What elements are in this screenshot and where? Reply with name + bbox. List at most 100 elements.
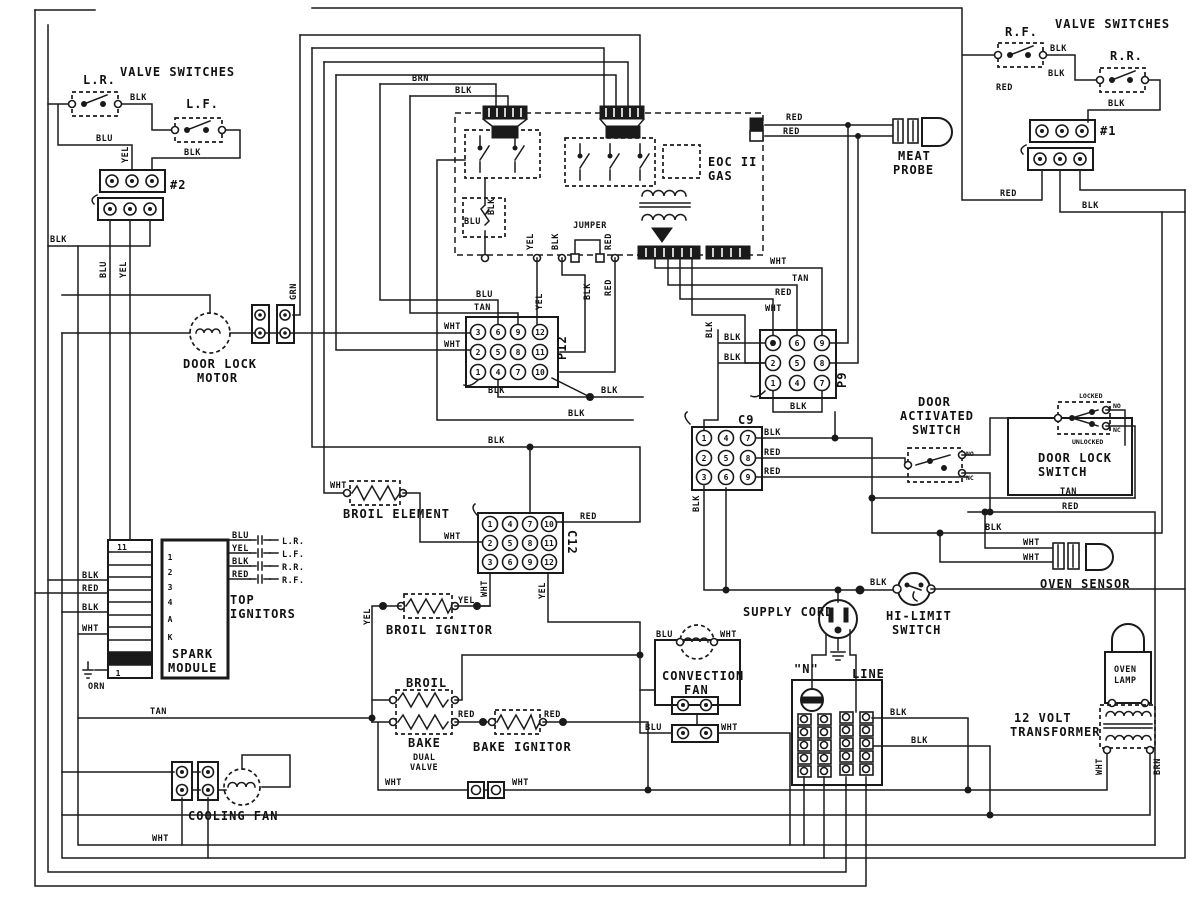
broil-element: BROIL ELEMENT <box>342 480 483 543</box>
pin: 7 <box>528 520 533 529</box>
wire-label: TAN <box>1060 487 1077 497</box>
wire-label: TAN <box>792 274 809 284</box>
wire-label: BLK <box>1082 201 1099 211</box>
wire-label: BLK <box>705 321 715 338</box>
wire-label: TAN <box>150 707 167 717</box>
wire-label: WHT <box>720 630 737 640</box>
wire-label: YEL <box>535 293 545 310</box>
module-pin: A <box>168 615 173 624</box>
wire-label: RED <box>764 448 781 458</box>
supply-cord: SUPPLY CORD "N" LINE <box>743 589 885 713</box>
module-pin: 2 <box>168 568 173 577</box>
wire-label: YEL <box>232 544 249 554</box>
pin: 1 <box>488 520 493 529</box>
convection-fan-label2: FAN <box>684 683 709 697</box>
sensor-bulb-icon <box>1085 543 1114 571</box>
wire-label: BLK <box>583 283 593 300</box>
section-title: VALVE SWITCHES <box>120 65 235 79</box>
wire-label: BLK <box>455 86 472 96</box>
transformer-label2: TRANSFORMER <box>1010 725 1100 739</box>
meat-probe-label2: PROBE <box>893 163 934 177</box>
wire-label: BLK <box>82 571 99 581</box>
pin: 5 <box>795 359 800 368</box>
pin: 5 <box>508 539 513 548</box>
pin: 9 <box>528 558 533 567</box>
wire-label: WHT <box>444 322 461 332</box>
terminal-2-label: #2 <box>170 178 186 192</box>
pin: 8 <box>746 454 751 463</box>
wire-label: RED <box>232 570 249 580</box>
oven-sensor-label: OVEN SENSOR <box>1040 577 1130 591</box>
oven-lamp-label: OVEN <box>1114 665 1136 675</box>
eoc-label2: GAS <box>708 169 733 183</box>
wire-label: BLK <box>1048 69 1065 79</box>
wire-label: BLK <box>568 409 585 419</box>
transformer-12v: 12 VOLT TRANSFORMER <box>1010 704 1156 755</box>
pin: 2 <box>488 539 493 548</box>
switch-label-lf: L.F. <box>186 97 219 111</box>
wire-label: BLK <box>692 495 702 512</box>
jumper-label: JUMPER <box>573 221 607 231</box>
wire-label: BLK <box>790 402 807 412</box>
wire-label: RED <box>1000 189 1017 199</box>
wire-label: YEL <box>458 596 475 606</box>
wire-label: YEL <box>363 608 373 625</box>
wire-label: RED <box>996 83 1013 93</box>
door-lock-motor: DOOR LOCK MOTOR <box>61 294 471 385</box>
wire-label: BLU <box>96 134 113 144</box>
pin: 12 <box>544 558 554 567</box>
wire-label: BLK <box>724 353 741 363</box>
motor-icon <box>189 312 231 354</box>
wire-label: BLK <box>870 578 887 588</box>
wire-label: WHT <box>512 778 529 788</box>
wire-label: BRN <box>412 74 429 84</box>
wire-label: WHT <box>770 257 787 267</box>
meat-probe: MEAT PROBE <box>749 117 953 364</box>
pin: 4 <box>508 520 513 529</box>
c12-label: C12 <box>565 530 579 555</box>
spark-module: 11 1 1 2 3 4 A K SPARK MODULE <box>34 538 230 680</box>
pin: 8 <box>820 359 825 368</box>
terminal-1-label: #1 <box>1100 124 1116 138</box>
supply-cord-label: SUPPLY CORD <box>743 605 833 619</box>
line-block <box>839 711 874 776</box>
relay-contact <box>477 135 526 173</box>
wire-label: RED <box>764 467 781 477</box>
wire-label: BLK <box>764 428 781 438</box>
pin: 6 <box>724 473 729 482</box>
eoc-label: EOC II <box>708 155 757 169</box>
switch-label-rr: R.R. <box>1110 49 1143 63</box>
wire-label: BLK <box>1050 44 1067 54</box>
broil-ignitor: BROIL IGNITOR <box>371 593 492 723</box>
relay-contact <box>577 143 651 181</box>
meat-probe-label: MEAT <box>898 149 931 163</box>
pin: 3 <box>702 473 707 482</box>
pin: 3 <box>476 328 481 337</box>
eoc-small-component <box>462 177 506 263</box>
c9-label: C9 <box>738 413 754 427</box>
wire-label: BLU <box>232 531 249 541</box>
das-label2: ACTIVATED <box>900 409 974 423</box>
door-lock-motor-label: DOOR LOCK <box>183 357 257 371</box>
burner-label: L.R. <box>282 537 304 547</box>
door-activated-switch: DOOR ACTIVATED SWITCH NO NC <box>900 395 1059 513</box>
wire-label: BLK <box>130 93 147 103</box>
wire-label: RED <box>458 710 475 720</box>
pin: 9 <box>516 328 521 337</box>
eoc-relay-box-2 <box>564 137 656 187</box>
eoc-connector-top-right <box>598 105 646 139</box>
wire-label: BLK <box>890 708 907 718</box>
line-label: LINE <box>852 667 885 681</box>
wire-label: BLU <box>656 630 673 640</box>
wire-label: GRN <box>289 283 299 300</box>
wire-label: RED <box>82 584 99 594</box>
wire-label: YEL <box>526 233 536 250</box>
fan-motor-icon <box>223 768 261 806</box>
meat-probe-icon <box>921 117 953 147</box>
top-ignitors-label: TOP <box>230 593 255 607</box>
wire-label: BLK <box>601 386 618 396</box>
eoc-relay-box-3 <box>662 144 701 179</box>
wire-label: YEL <box>121 146 131 163</box>
nc-label: NC <box>1113 426 1121 434</box>
